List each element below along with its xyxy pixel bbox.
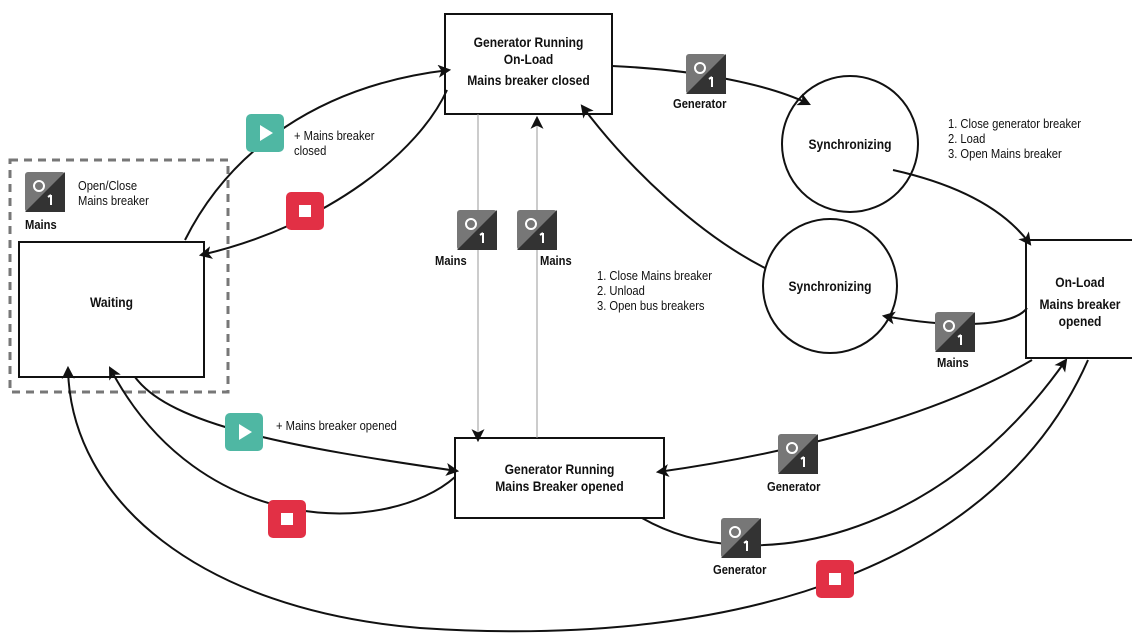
arrow-waiting-to-gen-onload [184, 64, 452, 241]
mains-icon-label: Mains [435, 253, 467, 268]
state-circle-sync-top [781, 75, 919, 213]
breaker-switch-icon [517, 210, 557, 250]
state-label-gen-onload-title: Generator Running On-Load [473, 34, 584, 67]
start-mains-opened-annotation: + Mains breaker opened [276, 418, 397, 433]
generator-icon-label: Generator [767, 479, 821, 494]
play-icon [246, 114, 284, 152]
stop-icon [268, 500, 306, 538]
state-box-on-load [1025, 239, 1132, 359]
breaker-switch-icon [721, 518, 761, 558]
arrow-sync-bottom-to-gen-onload [580, 104, 766, 269]
sync-top-steps: 1. Close generator breaker 2. Load 3. Op… [948, 116, 1082, 161]
state-label-sync-top: Synchronizing [808, 136, 892, 152]
mains-group-frame [8, 158, 230, 394]
breaker-switch-icon [778, 434, 818, 474]
open-close-annotation: Open/Close Mains breaker [78, 178, 149, 208]
arrow-on-load-to-sync-bottom [881, 307, 1028, 326]
stop-icon [286, 192, 324, 230]
state-label-gen-onload-breaker: Mains breaker closed [467, 72, 590, 88]
state-label-on-load-title: On-Load [1055, 274, 1105, 290]
mains-icon-label: Mains [937, 355, 969, 370]
arrow-on-load-to-gen-mains-open [655, 359, 1033, 477]
sync-bottom-steps: 1. Close Mains breaker 2. Unload 3. Open… [597, 268, 712, 313]
state-label-waiting: Waiting [89, 294, 134, 310]
arrow-on-load-to-waiting [61, 359, 1089, 633]
breaker-switch-icon [25, 172, 65, 212]
state-label-on-load-breaker: Mains breaker opened [1039, 296, 1121, 329]
state-label-gen-mains-open: Generator Running Mains Breaker opened [495, 461, 624, 494]
state-label-sync-bottom: Synchronizing [788, 278, 872, 294]
generator-icon-label: Generator [673, 96, 727, 111]
generator-icon-label: Generator [713, 562, 767, 577]
arrow-gen-onload-to-sync-top [611, 65, 811, 106]
breaker-switch-icon [935, 312, 975, 352]
mains-icon-label: Mains [25, 217, 57, 232]
state-circle-sync-bottom [762, 218, 898, 354]
mains-icon-label: Mains [540, 253, 572, 268]
play-icon [225, 413, 263, 451]
state-box-waiting [18, 241, 205, 378]
start-mains-closed-annotation: + Mains breaker closed [294, 128, 375, 158]
state-box-gen-mains-open [454, 437, 665, 519]
breaker-switch-icon [686, 54, 726, 94]
breaker-switch-icon [457, 210, 497, 250]
stop-icon [816, 560, 854, 598]
arrow-gen-mains-open-to-on-load [641, 358, 1068, 547]
arrow-sync-top-to-on-load [892, 169, 1032, 246]
arrow-gen-onload-to-waiting [198, 89, 448, 259]
state-box-gen-on-load [444, 13, 613, 115]
